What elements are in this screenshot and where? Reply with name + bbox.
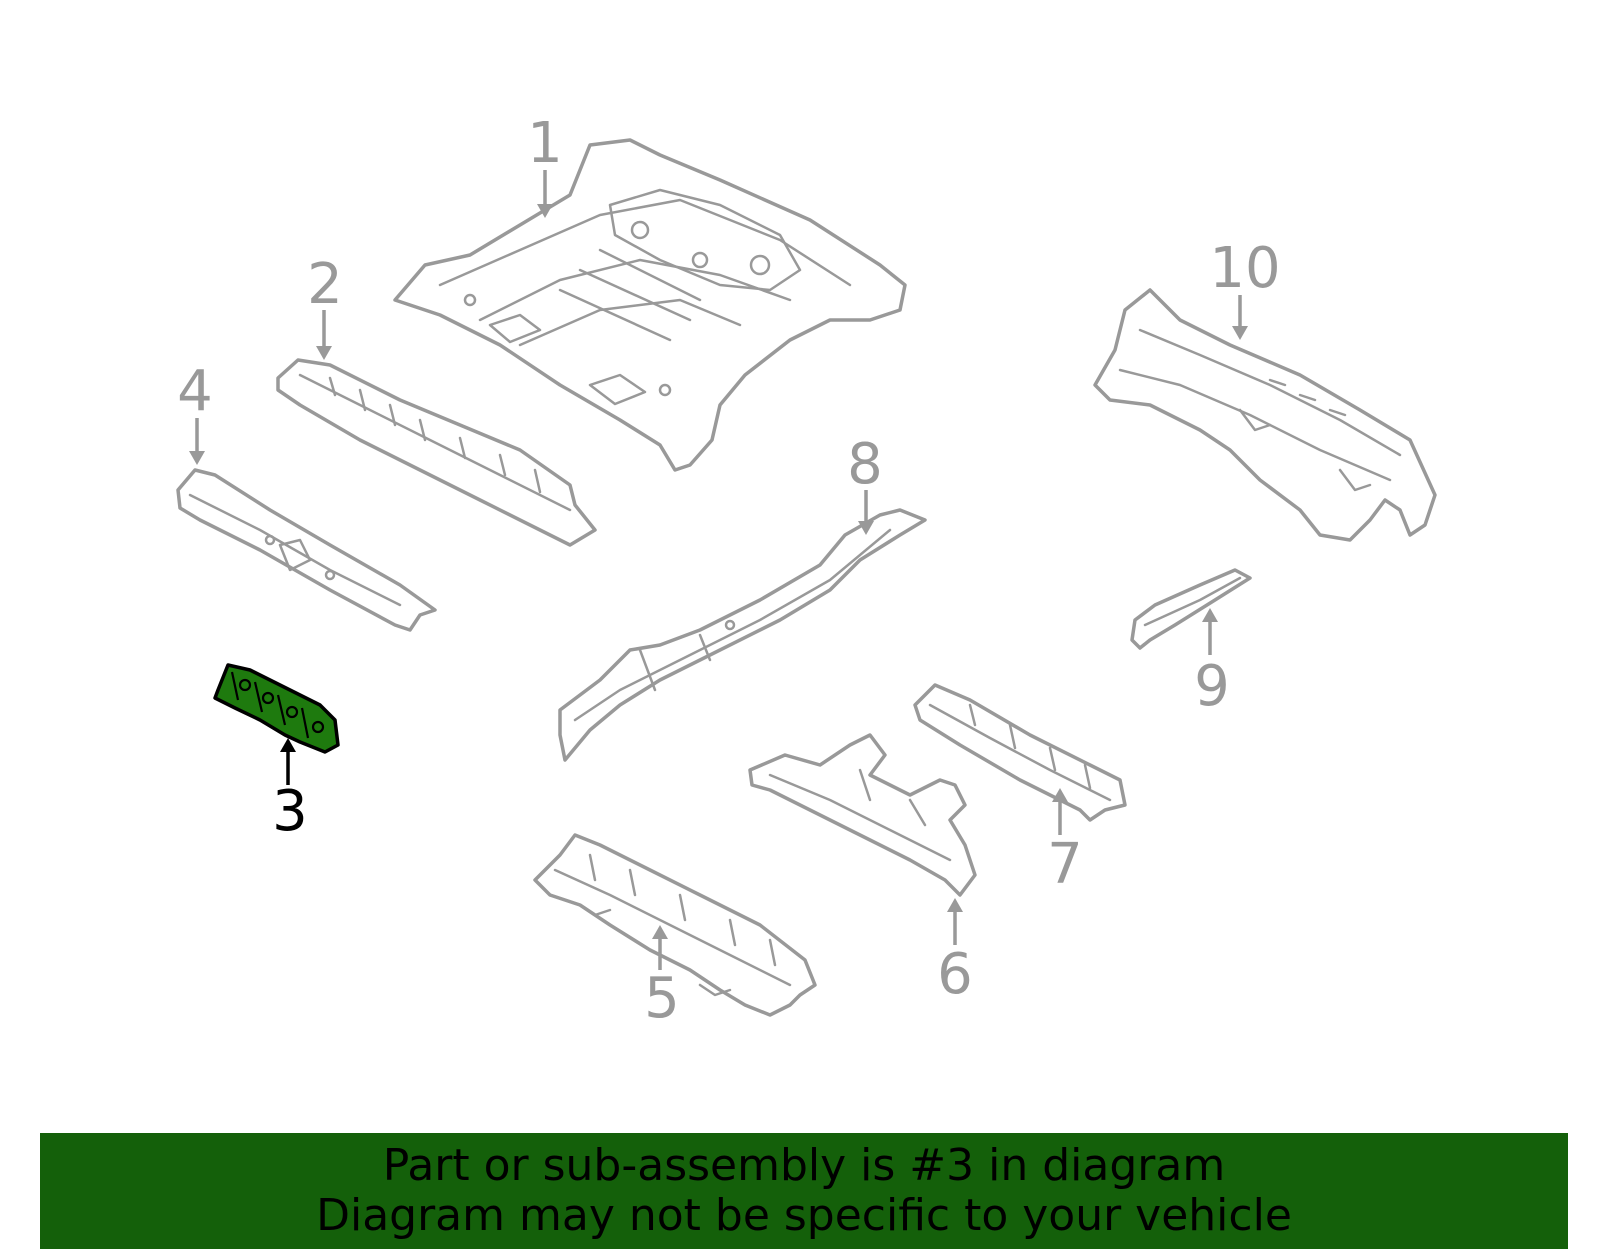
part-5-crossmember[interactable] <box>533 833 817 1017</box>
part-8-side-member[interactable] <box>558 508 927 762</box>
callout-2[interactable]: 2 <box>307 252 343 317</box>
part-1-floor-pan[interactable] <box>393 138 907 472</box>
info-banner: Part or sub-assembly is #3 in diagram Di… <box>40 1133 1568 1249</box>
part-6-crossmember[interactable] <box>748 733 977 897</box>
callout-labels: 1 2 3 4 5 6 7 8 9 10 <box>177 111 1280 1031</box>
part-2-crossmember[interactable] <box>276 358 597 547</box>
banner-line-2: Diagram may not be specific to your vehi… <box>316 1190 1292 1241</box>
callout-4[interactable]: 4 <box>177 359 213 424</box>
banner-line-1: Part or sub-assembly is #3 in diagram <box>382 1140 1226 1191</box>
part-10-rear-panel[interactable] <box>1093 288 1437 542</box>
part-3-bracket[interactable] <box>213 663 340 754</box>
callout-10[interactable]: 10 <box>1209 236 1280 301</box>
callout-8[interactable]: 8 <box>847 432 883 497</box>
callout-6[interactable]: 6 <box>937 942 973 1007</box>
part-4-crossmember[interactable] <box>176 468 437 632</box>
callout-7[interactable]: 7 <box>1047 832 1083 897</box>
callout-1[interactable]: 1 <box>527 111 563 176</box>
callout-arrows <box>189 170 1248 970</box>
callout-5[interactable]: 5 <box>644 966 680 1031</box>
part-7-crossmember[interactable] <box>913 683 1127 822</box>
callout-3[interactable]: 3 <box>272 779 308 844</box>
part-9-bracket[interactable] <box>1130 568 1252 650</box>
callout-9[interactable]: 9 <box>1194 654 1230 719</box>
